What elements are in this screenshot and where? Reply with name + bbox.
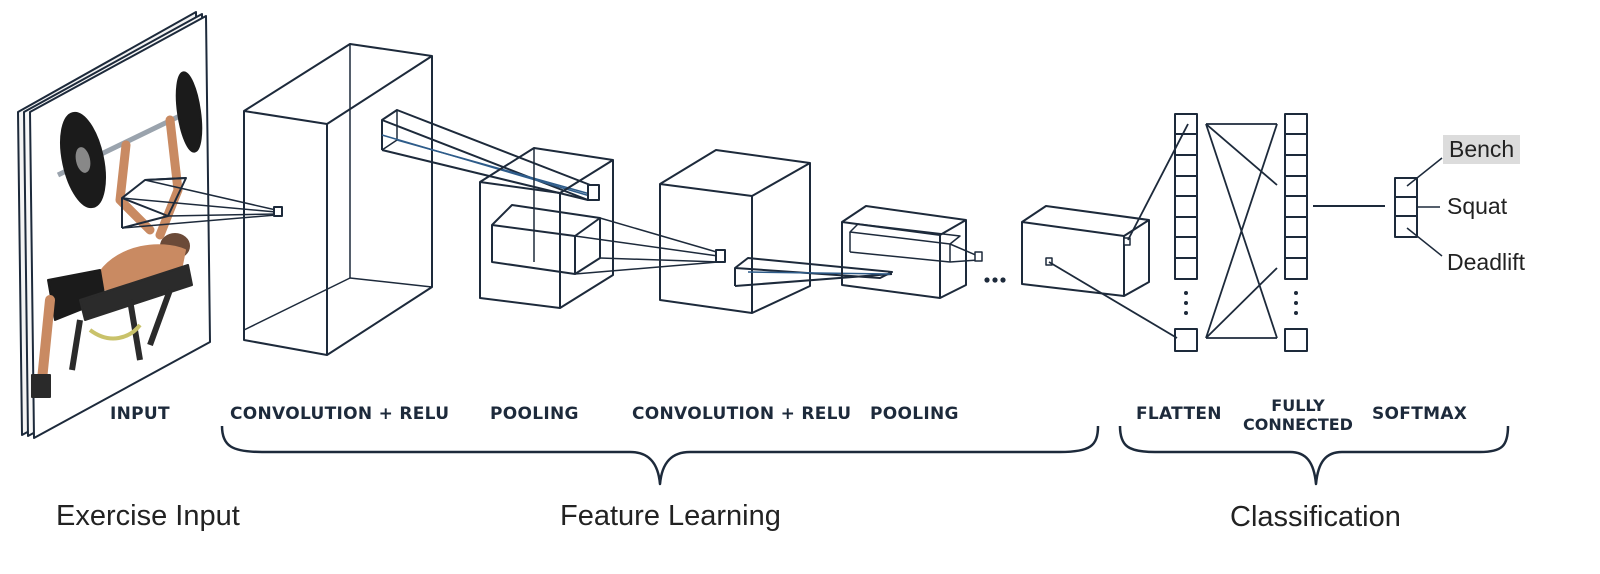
flatten-link-top bbox=[1127, 123, 1189, 241]
output-leaders bbox=[1406, 157, 1443, 257]
label-conv1: CONVOLUTION + RELU bbox=[230, 404, 450, 424]
section-classification: Classification bbox=[1230, 501, 1401, 533]
flatten-link-bottom bbox=[1048, 261, 1178, 339]
pool1-volume bbox=[479, 147, 614, 309]
label-flatten: FLATTEN bbox=[1136, 404, 1222, 424]
label-fully-line2: CONNECTED bbox=[1243, 415, 1353, 434]
output-label-bench: Bench bbox=[1443, 135, 1521, 164]
fully-connected-column bbox=[1284, 113, 1308, 352]
label-fully-line1: FULLY bbox=[1271, 396, 1325, 415]
feature-learning-brace bbox=[220, 425, 1100, 486]
softmax-column bbox=[1394, 177, 1418, 238]
conv1-kernel bbox=[381, 109, 600, 201]
conv1-volume bbox=[243, 43, 433, 356]
fc-connections bbox=[1205, 123, 1278, 339]
pool1-inner bbox=[491, 204, 726, 275]
continuation-dots bbox=[984, 277, 1006, 283]
label-fully-connected: FULLY CONNECTED bbox=[1242, 396, 1354, 434]
label-pool2: POOLING bbox=[870, 404, 959, 424]
input-image bbox=[17, 11, 211, 439]
section-feature-learning: Feature Learning bbox=[560, 500, 781, 532]
output-label-squat: Squat bbox=[1447, 193, 1508, 219]
label-conv2: CONVOLUTION + RELU bbox=[632, 404, 852, 424]
conv2-volume bbox=[659, 149, 811, 314]
pool2-volume bbox=[841, 205, 983, 299]
bench-press-figure-icon bbox=[31, 71, 203, 398]
classification-brace bbox=[1118, 425, 1510, 486]
label-input: INPUT bbox=[110, 404, 170, 424]
label-softmax: SOFTMAX bbox=[1372, 404, 1468, 424]
flatten-column bbox=[1174, 113, 1198, 352]
last-feature-volume bbox=[1021, 205, 1150, 297]
output-label-deadlift: Deadlift bbox=[1447, 249, 1525, 275]
input-receptive-field bbox=[121, 177, 283, 229]
section-exercise-input: Exercise Input bbox=[56, 500, 240, 532]
conv2-kernel bbox=[734, 257, 893, 287]
label-pool1: POOLING bbox=[490, 404, 579, 424]
